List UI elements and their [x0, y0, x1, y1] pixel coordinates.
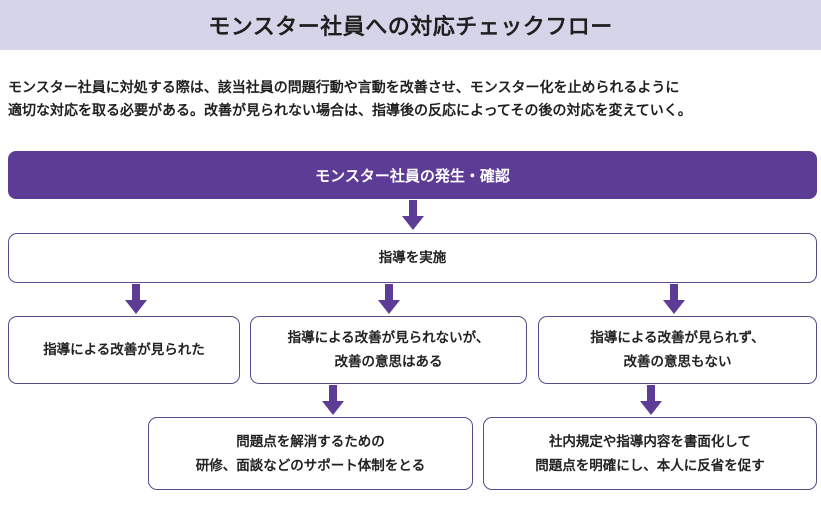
action-support-node: 問題点を解消するための 研修、面談などのサポート体制をとる — [148, 417, 473, 490]
start-node: モンスター社員の発生・確認 — [8, 151, 817, 199]
intro-text: モンスター社員に対処する際は、該当社員の問題行動や言動を改善させ、モンスター化を… — [8, 77, 816, 123]
page-title: モンスター社員への対応チェックフロー — [208, 15, 613, 40]
branch-improved-node: 指導による改善が見られた — [8, 316, 240, 384]
action-support-label-2: 研修、面談などのサポート体制をとる — [195, 457, 426, 474]
arrow-down-icon — [322, 385, 344, 415]
action-rules-label-1: 社内規定や指導内容を書面化して — [548, 433, 752, 450]
action-rules-node: 社内規定や指導内容を書面化して 問題点を明確にし、本人に反省を促す — [483, 417, 817, 490]
guidance-node-label: 指導を実施 — [378, 250, 447, 266]
title-banner: モンスター社員への対応チェックフロー — [0, 0, 821, 50]
intro-line-2: 適切な対応を取る必要がある。改善が見られない場合は、指導後の反応によってその後の… — [8, 103, 692, 119]
action-support-label-1: 問題点を解消するための — [236, 433, 385, 450]
branch-willing-label-1: 指導による改善が見られないが、 — [287, 330, 490, 346]
arrow-down-icon — [663, 284, 685, 314]
arrow-down-icon — [125, 284, 147, 314]
branch-unwilling-node: 指導による改善が見られず、 改善の意思もない — [538, 316, 817, 384]
branch-unwilling-label-2: 改善の意思もない — [623, 354, 732, 370]
branch-improved-label: 指導による改善が見られた — [43, 342, 205, 358]
start-node-label: モンスター社員の発生・確認 — [315, 166, 510, 185]
branch-willing-node: 指導による改善が見られないが、 改善の意思はある — [250, 316, 527, 384]
branch-unwilling-label-1: 指導による改善が見られず、 — [590, 330, 765, 346]
action-rules-label-2: 問題点を明確にし、本人に反省を促す — [535, 457, 765, 474]
arrow-down-icon — [640, 385, 662, 415]
branch-willing-label-2: 改善の意思はある — [334, 354, 443, 370]
arrow-down-icon — [402, 200, 424, 230]
guidance-node: 指導を実施 — [8, 233, 817, 283]
intro-line-1: モンスター社員に対処する際は、該当社員の問題行動や言動を改善させ、モンスター化を… — [8, 80, 680, 96]
arrow-down-icon — [378, 284, 400, 314]
